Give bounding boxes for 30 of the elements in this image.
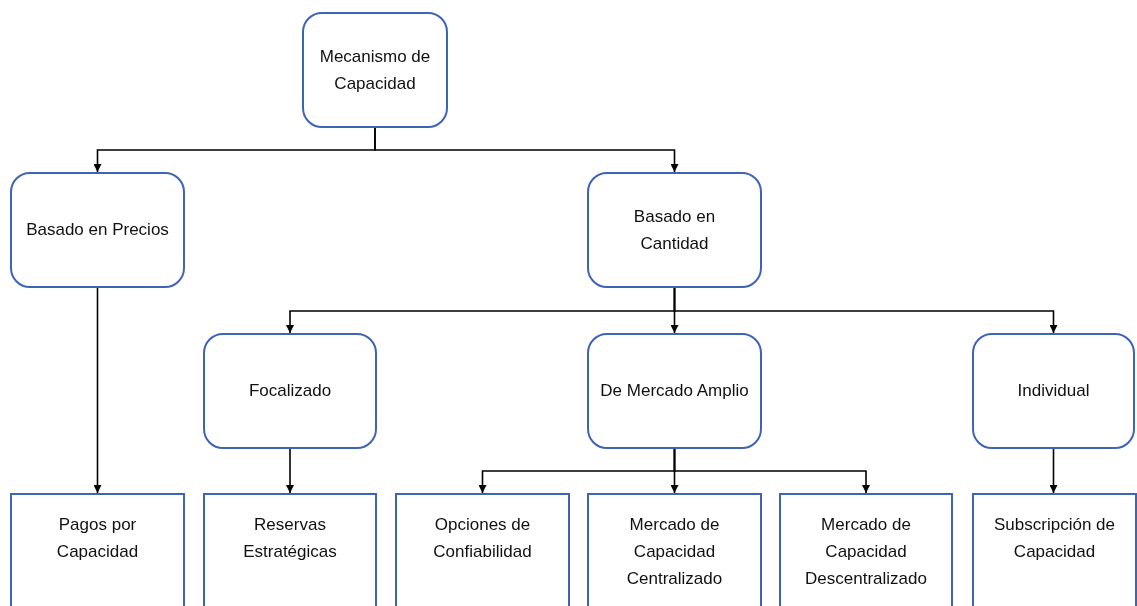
node-label: Focalizado [248, 380, 332, 403]
rounded-box [972, 333, 1135, 449]
node-label: Mecanismo de Capacidad [318, 45, 432, 95]
process-box [972, 493, 1137, 606]
node-label: Subscripción de Capacidad [993, 514, 1116, 564]
rounded-box [587, 333, 762, 449]
process-box [779, 493, 953, 606]
node-label: Basado en Precios [26, 219, 169, 242]
node-label: Mercado de Capacidad Descentralizado [804, 514, 928, 591]
arrow [673, 287, 1058, 334]
arrow [286, 448, 294, 494]
rounded-box [587, 172, 762, 288]
arrow [673, 448, 870, 494]
node-label: Basado en Cantidad [632, 205, 717, 255]
process-box [395, 493, 570, 606]
process-box [587, 493, 762, 606]
node-label: De Mercado Amplio [600, 380, 749, 403]
node-label: Mercado de Capacidad Centralizado [625, 514, 724, 591]
rounded-box [302, 12, 448, 128]
rounded-box [10, 172, 185, 288]
arrow [93, 287, 102, 494]
process-box [10, 493, 185, 606]
node-label: Individual [1017, 380, 1090, 403]
process-box [203, 493, 377, 606]
node-label: Reservas Estratégicas [242, 514, 338, 564]
node-label: Pagos por Capacidad [55, 514, 140, 564]
arrow [374, 127, 679, 173]
node-label: Opciones de Confiabilidad [432, 514, 533, 564]
arrow [1049, 448, 1058, 494]
rounded-box [203, 333, 377, 449]
